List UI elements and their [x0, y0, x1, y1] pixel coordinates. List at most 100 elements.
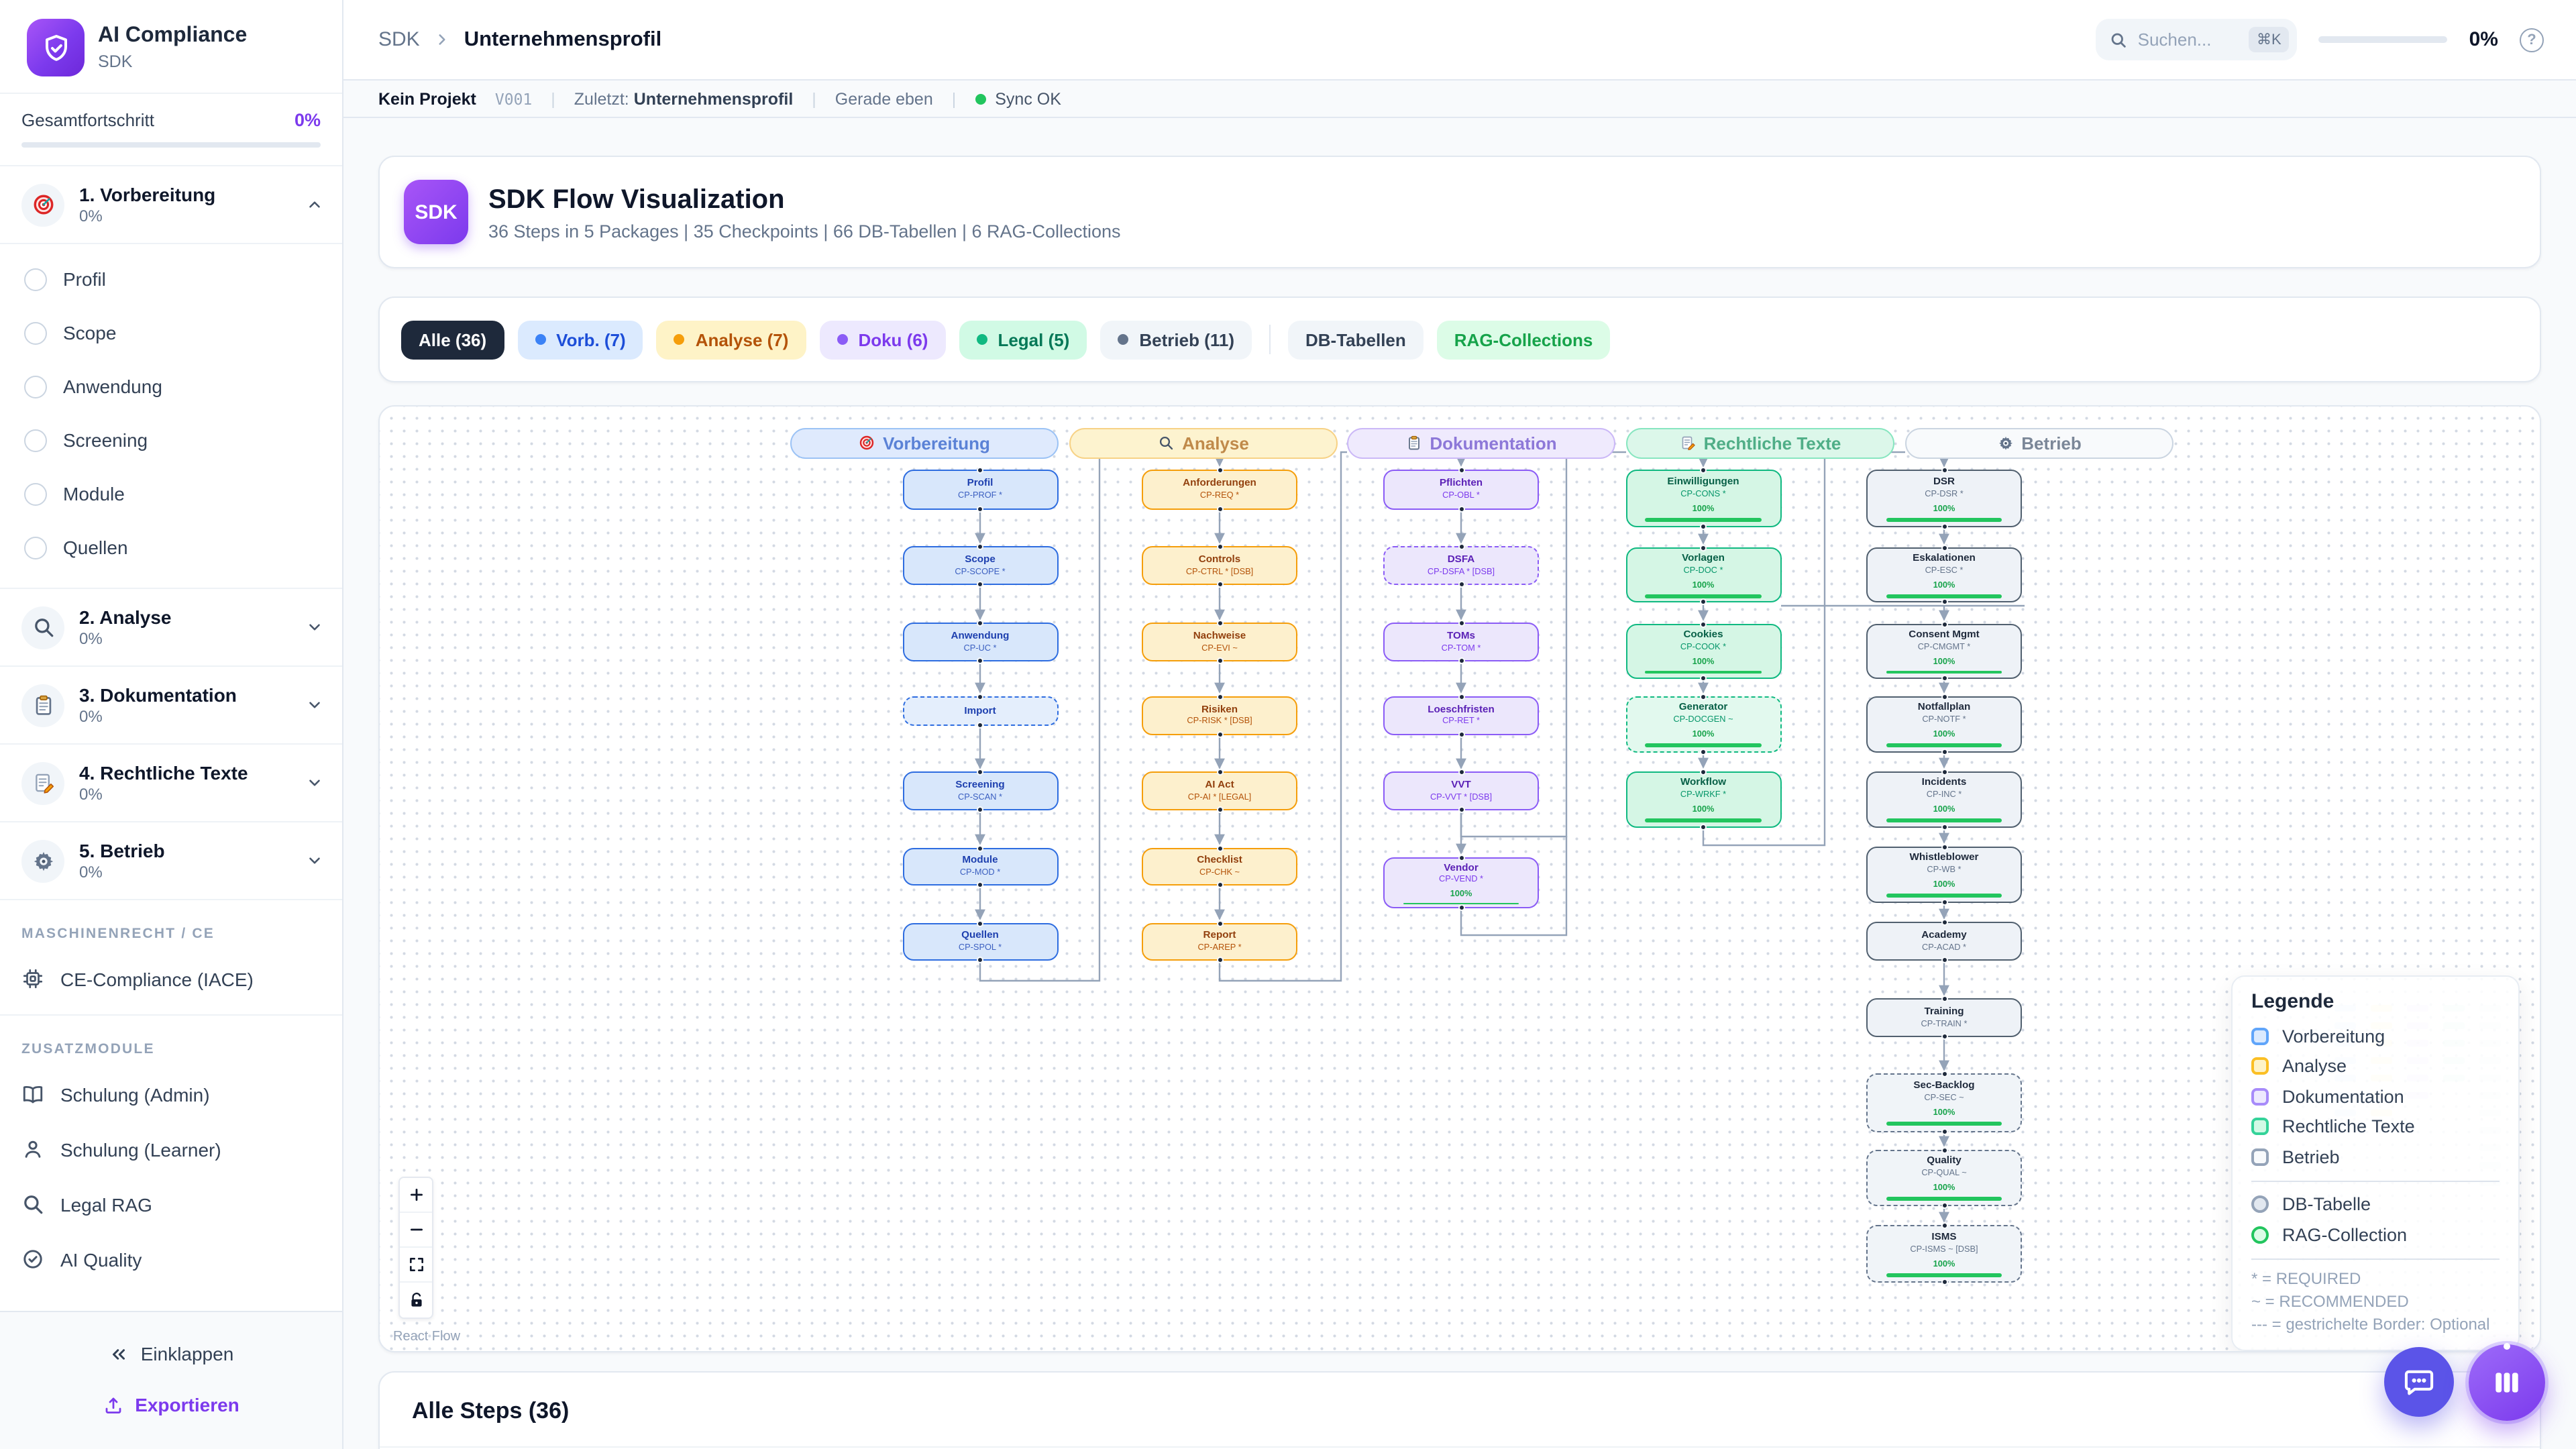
node-handle-top	[1941, 1071, 1947, 1077]
legend-item-betrieb: Betrieb	[2251, 1142, 2500, 1172]
node-title: Whistleblower	[1909, 851, 1979, 863]
sidebar-item-schulung-admin[interactable]: Schulung (Admin)	[0, 1067, 342, 1122]
zoom-in-button[interactable]	[400, 1178, 432, 1213]
node-handle-top	[977, 620, 983, 627]
export-button[interactable]: Exportieren	[0, 1379, 342, 1430]
help-button[interactable]: ?	[2520, 28, 2544, 52]
chat-fab-button[interactable]	[2384, 1347, 2454, 1417]
filter-chip-rag-collections[interactable]: RAG-Collections	[1436, 320, 1611, 359]
node-progress-bar	[1886, 743, 2002, 748]
sidebar-item-ce-compliance-iace[interactable]: CE-Compliance (IACE)	[0, 951, 342, 1006]
group-pill-betrieb[interactable]: Betrieb	[1905, 427, 2174, 458]
step-progress: 0%	[79, 785, 103, 804]
group-pill-dokumentation[interactable]: Dokumentation	[1347, 427, 1615, 458]
substep-anwendung[interactable]: Anwendung	[0, 360, 342, 413]
substep-module[interactable]: Module	[0, 467, 342, 521]
filter-chip-analyse-7[interactable]: Analyse (7)	[656, 320, 806, 359]
legend-label: Dokumentation	[2282, 1086, 2404, 1107]
substep-profil[interactable]: Profil	[0, 252, 342, 306]
sidebar-item-schulung-learner[interactable]: Schulung (Learner)	[0, 1122, 342, 1177]
fit-view-button[interactable]	[400, 1248, 432, 1283]
flow-node-import[interactable]: Import	[902, 693, 1058, 728]
substep-screening[interactable]: Screening	[0, 413, 342, 467]
filter-chip-db-tabellen[interactable]: DB-Tabellen	[1288, 320, 1424, 359]
substep-scope[interactable]: Scope	[0, 306, 342, 360]
node-code: CP-TRAIN *	[1921, 1019, 1968, 1029]
filter-chip-alle-36[interactable]: Alle (36)	[401, 320, 504, 359]
app-logo: AI Compliance SDK	[0, 0, 342, 94]
node-progress-value: 100%	[1692, 504, 1715, 514]
step-progress: 0%	[79, 629, 103, 649]
chip-dot	[674, 334, 685, 345]
filter-chip-betrieb-11[interactable]: Betrieb (11)	[1100, 320, 1252, 359]
user-icon	[21, 1138, 44, 1161]
divider: |	[951, 89, 957, 108]
substep-quellen[interactable]: Quellen	[0, 521, 342, 574]
app-subtitle: SDK	[98, 52, 133, 71]
legend-item-db-tabelle: DB-Tabelle	[2251, 1189, 2500, 1220]
collapse-sidebar-button[interactable]: Einklappen	[0, 1328, 342, 1379]
node-handle-top	[1458, 620, 1464, 627]
group-pill-analyse[interactable]: Analyse	[1069, 427, 1338, 458]
node-title: Sec-Backlog	[1913, 1079, 1975, 1091]
library-fab-button[interactable]	[2469, 1343, 2545, 1421]
lock-toggle-button[interactable]	[400, 1283, 432, 1318]
node-handle-bottom	[1700, 598, 1707, 605]
filter-chip-legal-5[interactable]: Legal (5)	[959, 320, 1087, 359]
group-pill-vorbereitung[interactable]: Vorbereitung	[790, 427, 1059, 458]
group-pill-rechtliche[interactable]: Rechtliche Texte	[1626, 427, 1894, 458]
sidebar-item-legal-rag[interactable]: Legal RAG	[0, 1177, 342, 1232]
substep-status-circle	[24, 268, 47, 290]
filter-chip-vorb-7[interactable]: Vorb. (7)	[517, 320, 643, 359]
sidebar: AI Compliance SDK Gesamtfortschritt 0% 1…	[0, 0, 343, 1449]
step-title: 4. Rechtliche Texte	[79, 761, 248, 784]
filter-chip-doku-6[interactable]: Doku (6)	[819, 320, 946, 359]
zoom-out-button[interactable]	[400, 1213, 432, 1248]
react-flow-attribution[interactable]: React Flow	[393, 1330, 461, 1344]
search-input[interactable]: Suchen... ⌘K	[2096, 19, 2298, 60]
sidebar-item-ai-quality[interactable]: AI Quality	[0, 1232, 342, 1287]
breadcrumb-root[interactable]: SDK	[378, 28, 420, 51]
